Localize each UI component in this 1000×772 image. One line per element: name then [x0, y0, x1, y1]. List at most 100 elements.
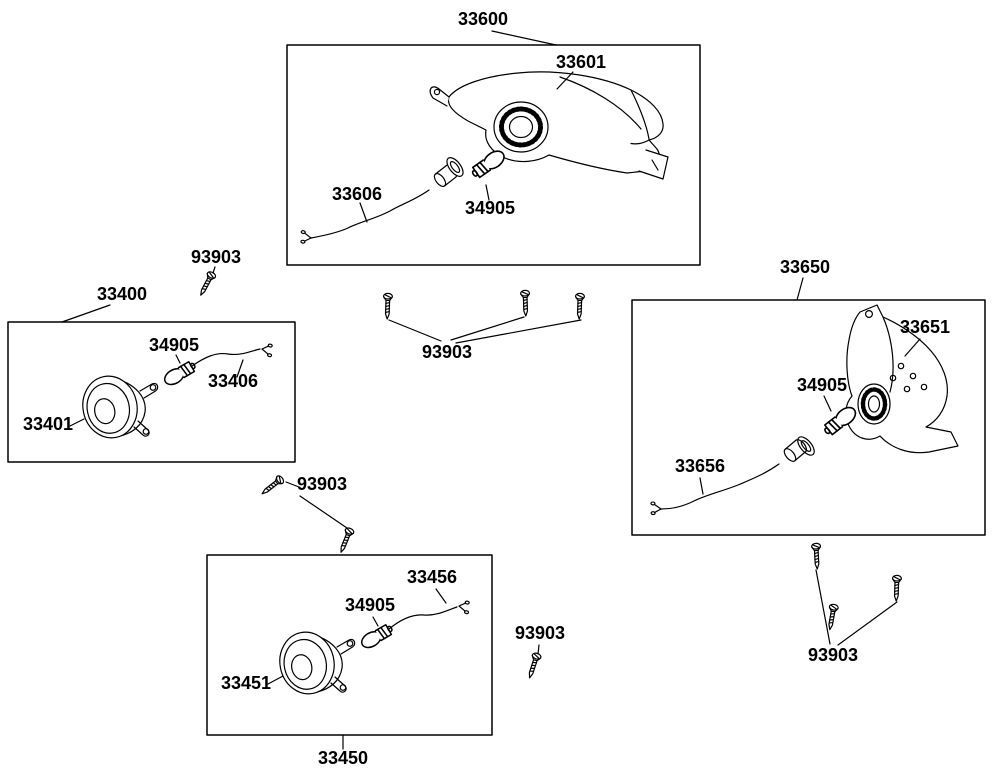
screw-93903-drawing — [196, 269, 218, 298]
bracket-hole — [909, 372, 917, 380]
socket-wire-33606-drawing — [299, 154, 467, 245]
part-label-34905: 34905 — [149, 335, 199, 355]
wire-33406-drawing — [191, 342, 275, 367]
lens-ribbed-ring — [499, 106, 543, 148]
bracket-hole — [903, 385, 911, 393]
housing-lip-line — [630, 139, 650, 145]
part-label-93903: 93903 — [297, 474, 347, 494]
housing-outline — [447, 71, 664, 174]
part-label-34905: 34905 — [465, 198, 515, 218]
part-label-93903: 93903 — [808, 645, 858, 665]
leader-line-33600 — [491, 30, 557, 46]
screw-group-mid — [258, 473, 356, 555]
housing-side-line — [630, 89, 650, 140]
assembly-rear-winker-bracket — [631, 277, 986, 536]
leader-line-34905 — [372, 616, 379, 627]
part-label-33450: 33450 — [318, 748, 368, 768]
screw-93903-drawing — [824, 603, 840, 631]
leader-line-93903 — [299, 495, 348, 529]
lamp-body-33401-drawing — [76, 370, 159, 444]
socket-mount-ribbed-ring — [860, 387, 888, 421]
bracket-tab-hole — [864, 310, 873, 319]
screw-93903-drawing — [258, 473, 286, 498]
leader-line-93903 — [285, 481, 300, 488]
leader-line-34905 — [175, 354, 181, 364]
part-label-33606: 33606 — [332, 184, 382, 204]
bracket-hole — [889, 374, 897, 382]
screw-93903-drawing — [891, 574, 903, 602]
wire-terminal-drawing — [260, 342, 275, 358]
wire-33456-drawing — [388, 599, 472, 630]
part-label-93903: 93903 — [422, 342, 472, 362]
part-label-93903: 93903 — [515, 623, 565, 643]
screw-93903-drawing — [574, 292, 586, 320]
leader-line-33400 — [61, 304, 111, 323]
part-label-34905: 34905 — [797, 375, 847, 395]
leader-line-33650 — [796, 277, 804, 301]
leader-line-33651 — [904, 338, 921, 357]
socket-mount-inner-ring — [867, 395, 881, 413]
wire-terminal-drawing — [457, 599, 472, 615]
leader-line-33656 — [699, 477, 704, 495]
assembly-box-33600 — [286, 44, 701, 266]
screw-group-upper-left — [196, 266, 218, 298]
assembly-box-33650 — [631, 299, 986, 536]
leader-line-93903 — [837, 601, 898, 646]
housing-foot — [638, 149, 669, 180]
lamp-body-33451-drawing — [273, 626, 356, 700]
leader-line-33606 — [359, 202, 368, 223]
part-label-33651: 33651 — [900, 317, 950, 337]
bulb-34905-drawing — [358, 621, 396, 652]
wire-33606 — [310, 189, 430, 239]
screw-group-center — [382, 289, 586, 344]
grommet-ring-drawing — [443, 154, 467, 180]
leader-line-93903 — [815, 569, 831, 645]
leader-line-33456 — [435, 588, 447, 604]
part-label-33401: 33401 — [23, 414, 73, 434]
part-label-33400: 33400 — [97, 284, 147, 304]
screw-93903-drawing — [810, 542, 823, 570]
screw-93903-drawing — [524, 651, 543, 680]
housing-ear-hole — [433, 88, 441, 96]
wire-33456 — [388, 606, 458, 630]
bracket-inner-line — [882, 316, 894, 393]
wire-terminal-drawing — [649, 501, 663, 516]
bracket-33651-drawing — [845, 304, 959, 454]
part-label-33656: 33656 — [675, 456, 725, 476]
assembly-front-winker-cover — [286, 30, 701, 266]
assembly-front-winker — [7, 304, 296, 463]
part-labels: 33600 33601 33606 34905 93903 33400 3490… — [23, 9, 950, 768]
lens-inner-ring — [508, 115, 534, 139]
screw-93903-drawing — [382, 292, 394, 320]
part-label-33650: 33650 — [780, 257, 830, 277]
part-label-33451: 33451 — [221, 673, 271, 693]
screw-93903-drawing — [336, 526, 356, 555]
part-label-33601: 33601 — [556, 52, 606, 72]
assembly-box-33450 — [206, 554, 493, 736]
leader-line-33406 — [236, 359, 244, 378]
screw-group-bottom-right — [810, 542, 903, 646]
socket-wire-33656-drawing — [649, 433, 818, 516]
assembly-box-33400 — [7, 321, 296, 463]
assembly-rear-winker — [206, 554, 493, 750]
leader-line-93903 — [537, 644, 540, 655]
housing-33601-drawing — [429, 71, 669, 180]
part-label-33456: 33456 — [407, 567, 457, 587]
wire-terminal-drawing — [299, 229, 313, 245]
screw-group-right — [524, 644, 543, 680]
bracket-hole — [897, 362, 905, 370]
leader-line-33401 — [69, 418, 85, 427]
leader-line-93903 — [212, 266, 216, 274]
housing-foot-line — [651, 159, 659, 171]
leader-line-33601 — [556, 71, 574, 90]
part-label-34905: 34905 — [345, 595, 395, 615]
housing-ear-tab — [429, 86, 450, 107]
leader-line-33451 — [267, 675, 284, 685]
screw-93903-drawing — [519, 289, 531, 317]
wire-33656 — [660, 463, 780, 510]
part-label-33406: 33406 — [208, 371, 258, 391]
wire-33406 — [191, 348, 261, 367]
leader-line-34905 — [823, 395, 832, 412]
leader-line-93903 — [388, 319, 442, 342]
